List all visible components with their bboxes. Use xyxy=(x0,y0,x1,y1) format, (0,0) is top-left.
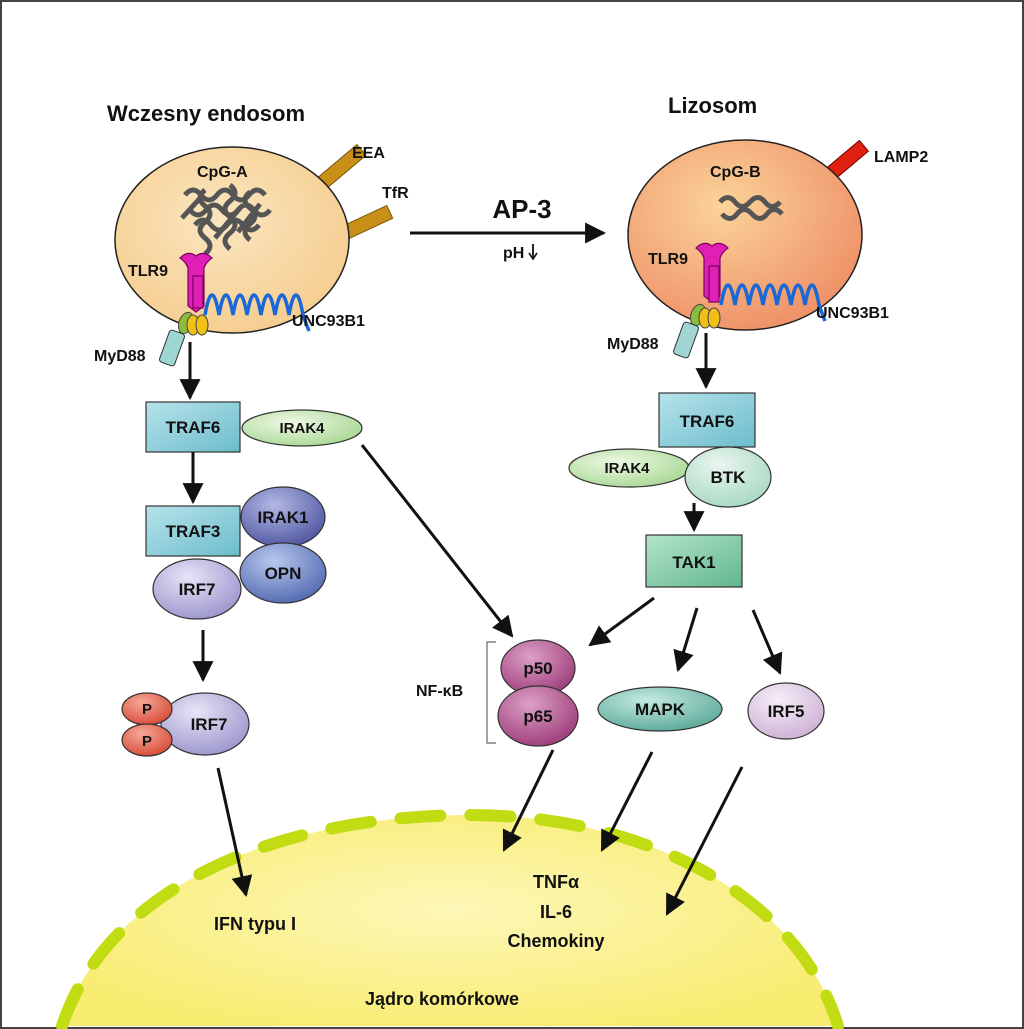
tak1-label: TAK1 xyxy=(672,553,715,572)
lamp2-label: LAMP2 xyxy=(874,149,928,166)
myd88-adaptor-right xyxy=(673,303,721,359)
mapk xyxy=(597,686,723,732)
tlr9-label-right: TLR9 xyxy=(648,251,688,268)
traf6-right-label: TRAF6 xyxy=(680,412,735,431)
btk-label: BTK xyxy=(711,468,747,487)
irf5-label: IRF5 xyxy=(768,702,805,721)
cpg-b-dna xyxy=(718,195,784,221)
myd88-adaptor-left xyxy=(159,311,209,367)
traf6-left-box xyxy=(145,401,241,453)
traf3-label: TRAF3 xyxy=(166,522,221,541)
nucleus-label: Jądro komórkowe xyxy=(365,989,519,1009)
irf7-left xyxy=(152,558,242,620)
btk xyxy=(684,446,772,508)
early-endosome-title: Wczesny endosom xyxy=(107,101,305,126)
arrow-p65-to-nucleus xyxy=(502,749,555,852)
tlr9-receptor-left xyxy=(179,252,213,313)
tak1-box xyxy=(645,534,743,588)
traf6-right-box xyxy=(658,392,756,448)
tfr-marker xyxy=(342,204,394,240)
nfkb-label: NF-κB xyxy=(416,683,463,700)
myd88-label-right: MyD88 xyxy=(607,336,659,353)
traf3-box xyxy=(145,505,241,557)
phospho-bottom-label: P xyxy=(142,733,152,750)
p50-label: p50 xyxy=(523,659,552,678)
ap3-label: AP-3 xyxy=(492,194,551,224)
cpg-b-label: CpG-B xyxy=(710,164,761,181)
unc93b1-label-right: UNC93B1 xyxy=(816,305,889,322)
arrow-irf5-to-nucleus xyxy=(665,766,744,916)
arrow-tak1-to-irf5 xyxy=(751,609,783,675)
tlr9-receptor-right xyxy=(695,242,729,303)
ph-down-arrow-icon xyxy=(528,244,538,261)
irf5 xyxy=(747,682,825,740)
lysosome-title: Lizosom xyxy=(668,93,757,118)
lysosome-vesicle xyxy=(627,139,863,331)
chemokines-label: Chemokiny xyxy=(507,931,604,951)
irak1-label: IRAK1 xyxy=(257,508,308,527)
tfr-label: TfR xyxy=(382,185,409,202)
unc93b1-helices-left xyxy=(203,293,311,332)
ph-label: pH xyxy=(503,245,524,262)
traf6-left-label: TRAF6 xyxy=(166,418,221,437)
opn xyxy=(239,542,327,604)
p65 xyxy=(497,685,579,747)
irak4-right-label: IRAK4 xyxy=(604,460,650,477)
myd88-label-left: MyD88 xyxy=(94,348,146,365)
arrow-irak4-to-nfkb xyxy=(360,444,514,638)
il6-label: IL-6 xyxy=(540,902,572,922)
p65-label: p65 xyxy=(523,707,552,726)
arrow-mapk-to-nucleus xyxy=(600,751,654,852)
irf7-phosphorylated xyxy=(160,692,250,756)
phospho-bottom xyxy=(121,723,173,757)
arrow-irf7-to-ifn xyxy=(216,767,253,898)
arrow-tak1-to-mapk xyxy=(673,607,699,673)
nfkb-bracket xyxy=(486,641,496,744)
cpg-a-dna-cluster xyxy=(180,183,272,256)
cpg-a-label: CpG-A xyxy=(197,164,248,181)
nucleus xyxy=(56,808,844,1029)
nuclear-envelope-dashed xyxy=(56,808,844,1029)
tlr9-label-left: TLR9 xyxy=(128,263,168,280)
irf7-left-label: IRF7 xyxy=(179,580,216,599)
irak4-left xyxy=(241,409,363,447)
unc93b1-label-left: UNC93B1 xyxy=(292,313,365,330)
mapk-label: MAPK xyxy=(635,700,686,719)
tnf-alpha-label: TNFα xyxy=(533,872,579,892)
eea-label: EEA xyxy=(352,145,385,162)
irf7-p-label: IRF7 xyxy=(191,715,228,734)
phospho-top-label: P xyxy=(142,701,152,718)
ifn-type1-label: IFN typu I xyxy=(214,914,296,934)
arrow-tak1-to-nfkb xyxy=(588,596,655,647)
early-endosome-vesicle xyxy=(114,146,350,334)
irak4-left-label: IRAK4 xyxy=(279,420,325,437)
opn-label: OPN xyxy=(265,564,302,583)
unc93b1-helices-right xyxy=(719,283,827,322)
